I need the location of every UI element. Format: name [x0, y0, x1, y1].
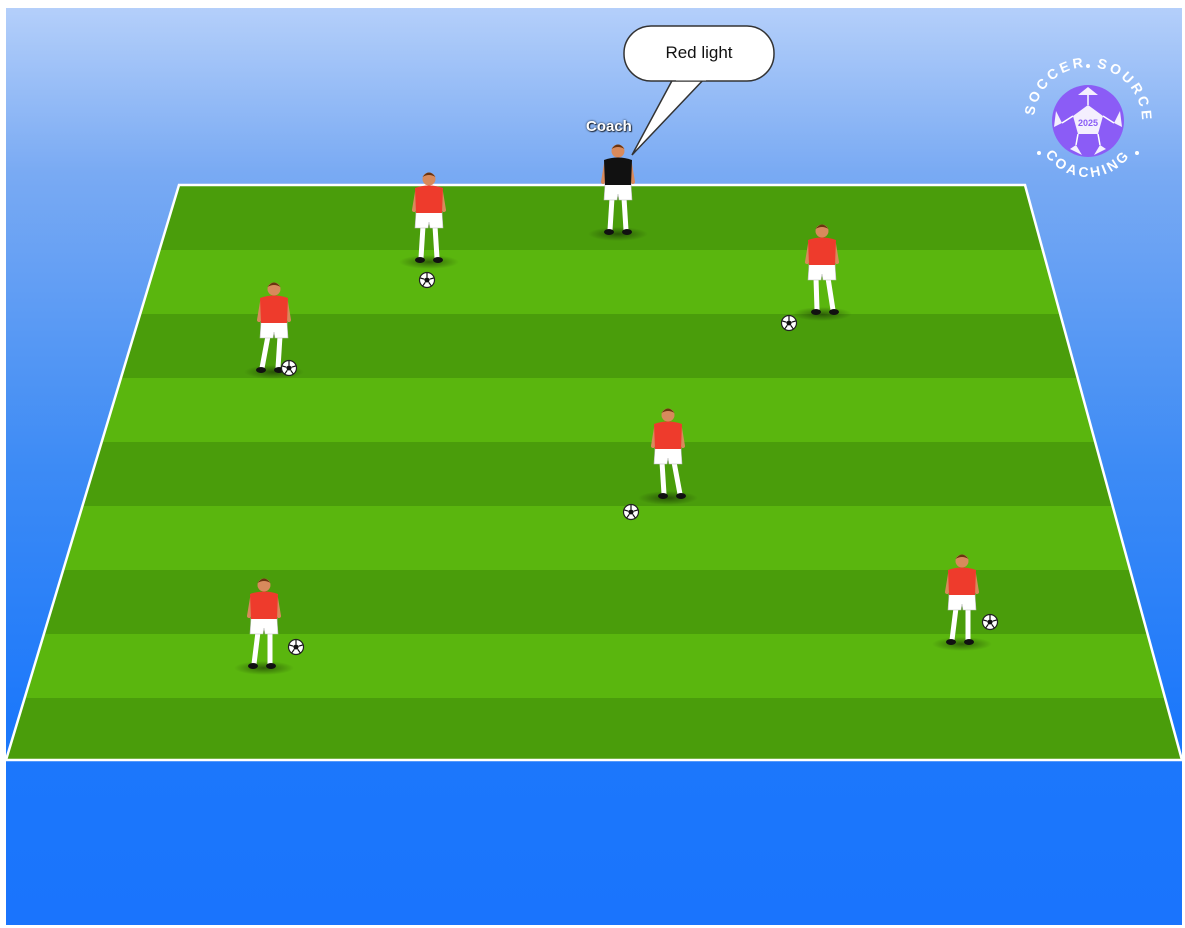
- ball-icon: [420, 273, 435, 288]
- pitch: [6, 185, 1182, 760]
- ball-icon: [782, 316, 797, 331]
- logo-ball-icon: 2025: [1052, 85, 1124, 157]
- drill-diagram: SOCCER SOURCE COACHING 2025: [6, 8, 1182, 925]
- logo-ball-text: 2025: [1078, 118, 1098, 128]
- ball-icon: [983, 615, 998, 630]
- soccer-source-coaching-logo: SOCCER SOURCE COACHING 2025: [1021, 54, 1155, 181]
- ball-icon: [289, 640, 304, 655]
- ball-icon: [282, 361, 297, 376]
- speech-bubble-text: Red light: [624, 28, 774, 78]
- coach-label: Coach: [586, 118, 632, 135]
- ball-icon: [624, 505, 639, 520]
- drill-canvas: SOCCER SOURCE COACHING 2025: [6, 8, 1182, 925]
